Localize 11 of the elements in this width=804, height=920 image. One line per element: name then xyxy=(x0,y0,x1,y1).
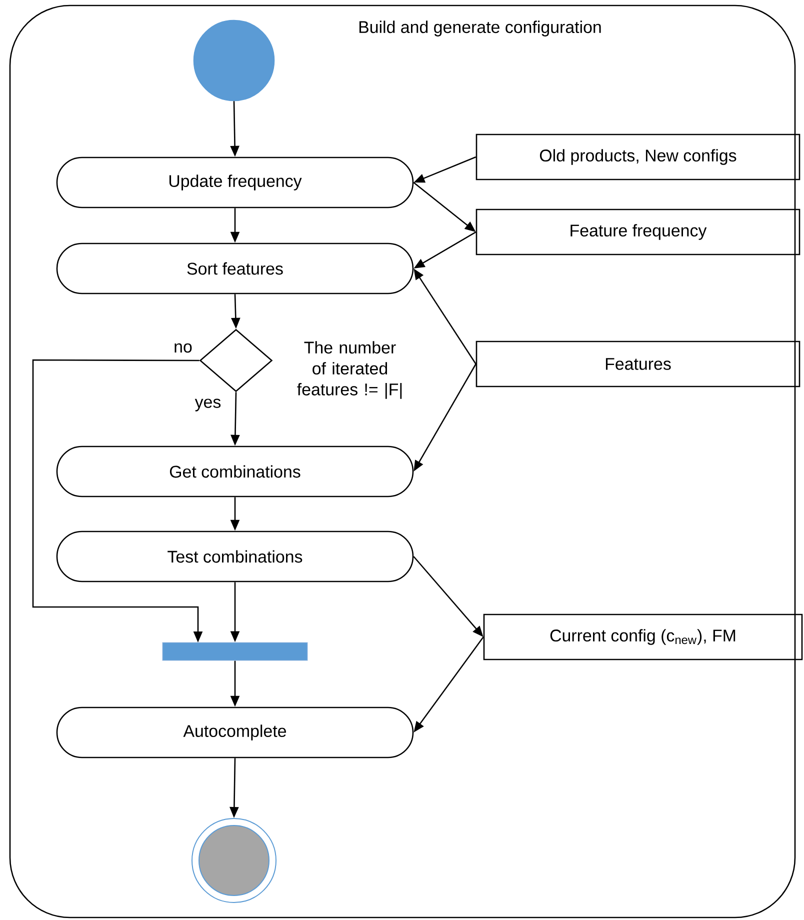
action-box: Get combinations xyxy=(56,446,414,498)
action-box: Test combinations xyxy=(56,530,414,582)
action-box: Autocomplete xyxy=(56,706,414,758)
edge-label: yes xyxy=(194,398,221,412)
action-box: Update frequency xyxy=(56,156,414,208)
final-node xyxy=(192,818,276,903)
guard-text: The number of iterated features != |F| xyxy=(297,341,402,399)
edge-label: no xyxy=(174,343,192,353)
action-box: Sort features xyxy=(56,242,414,294)
join-bar xyxy=(162,642,308,661)
initial-node xyxy=(193,20,275,102)
